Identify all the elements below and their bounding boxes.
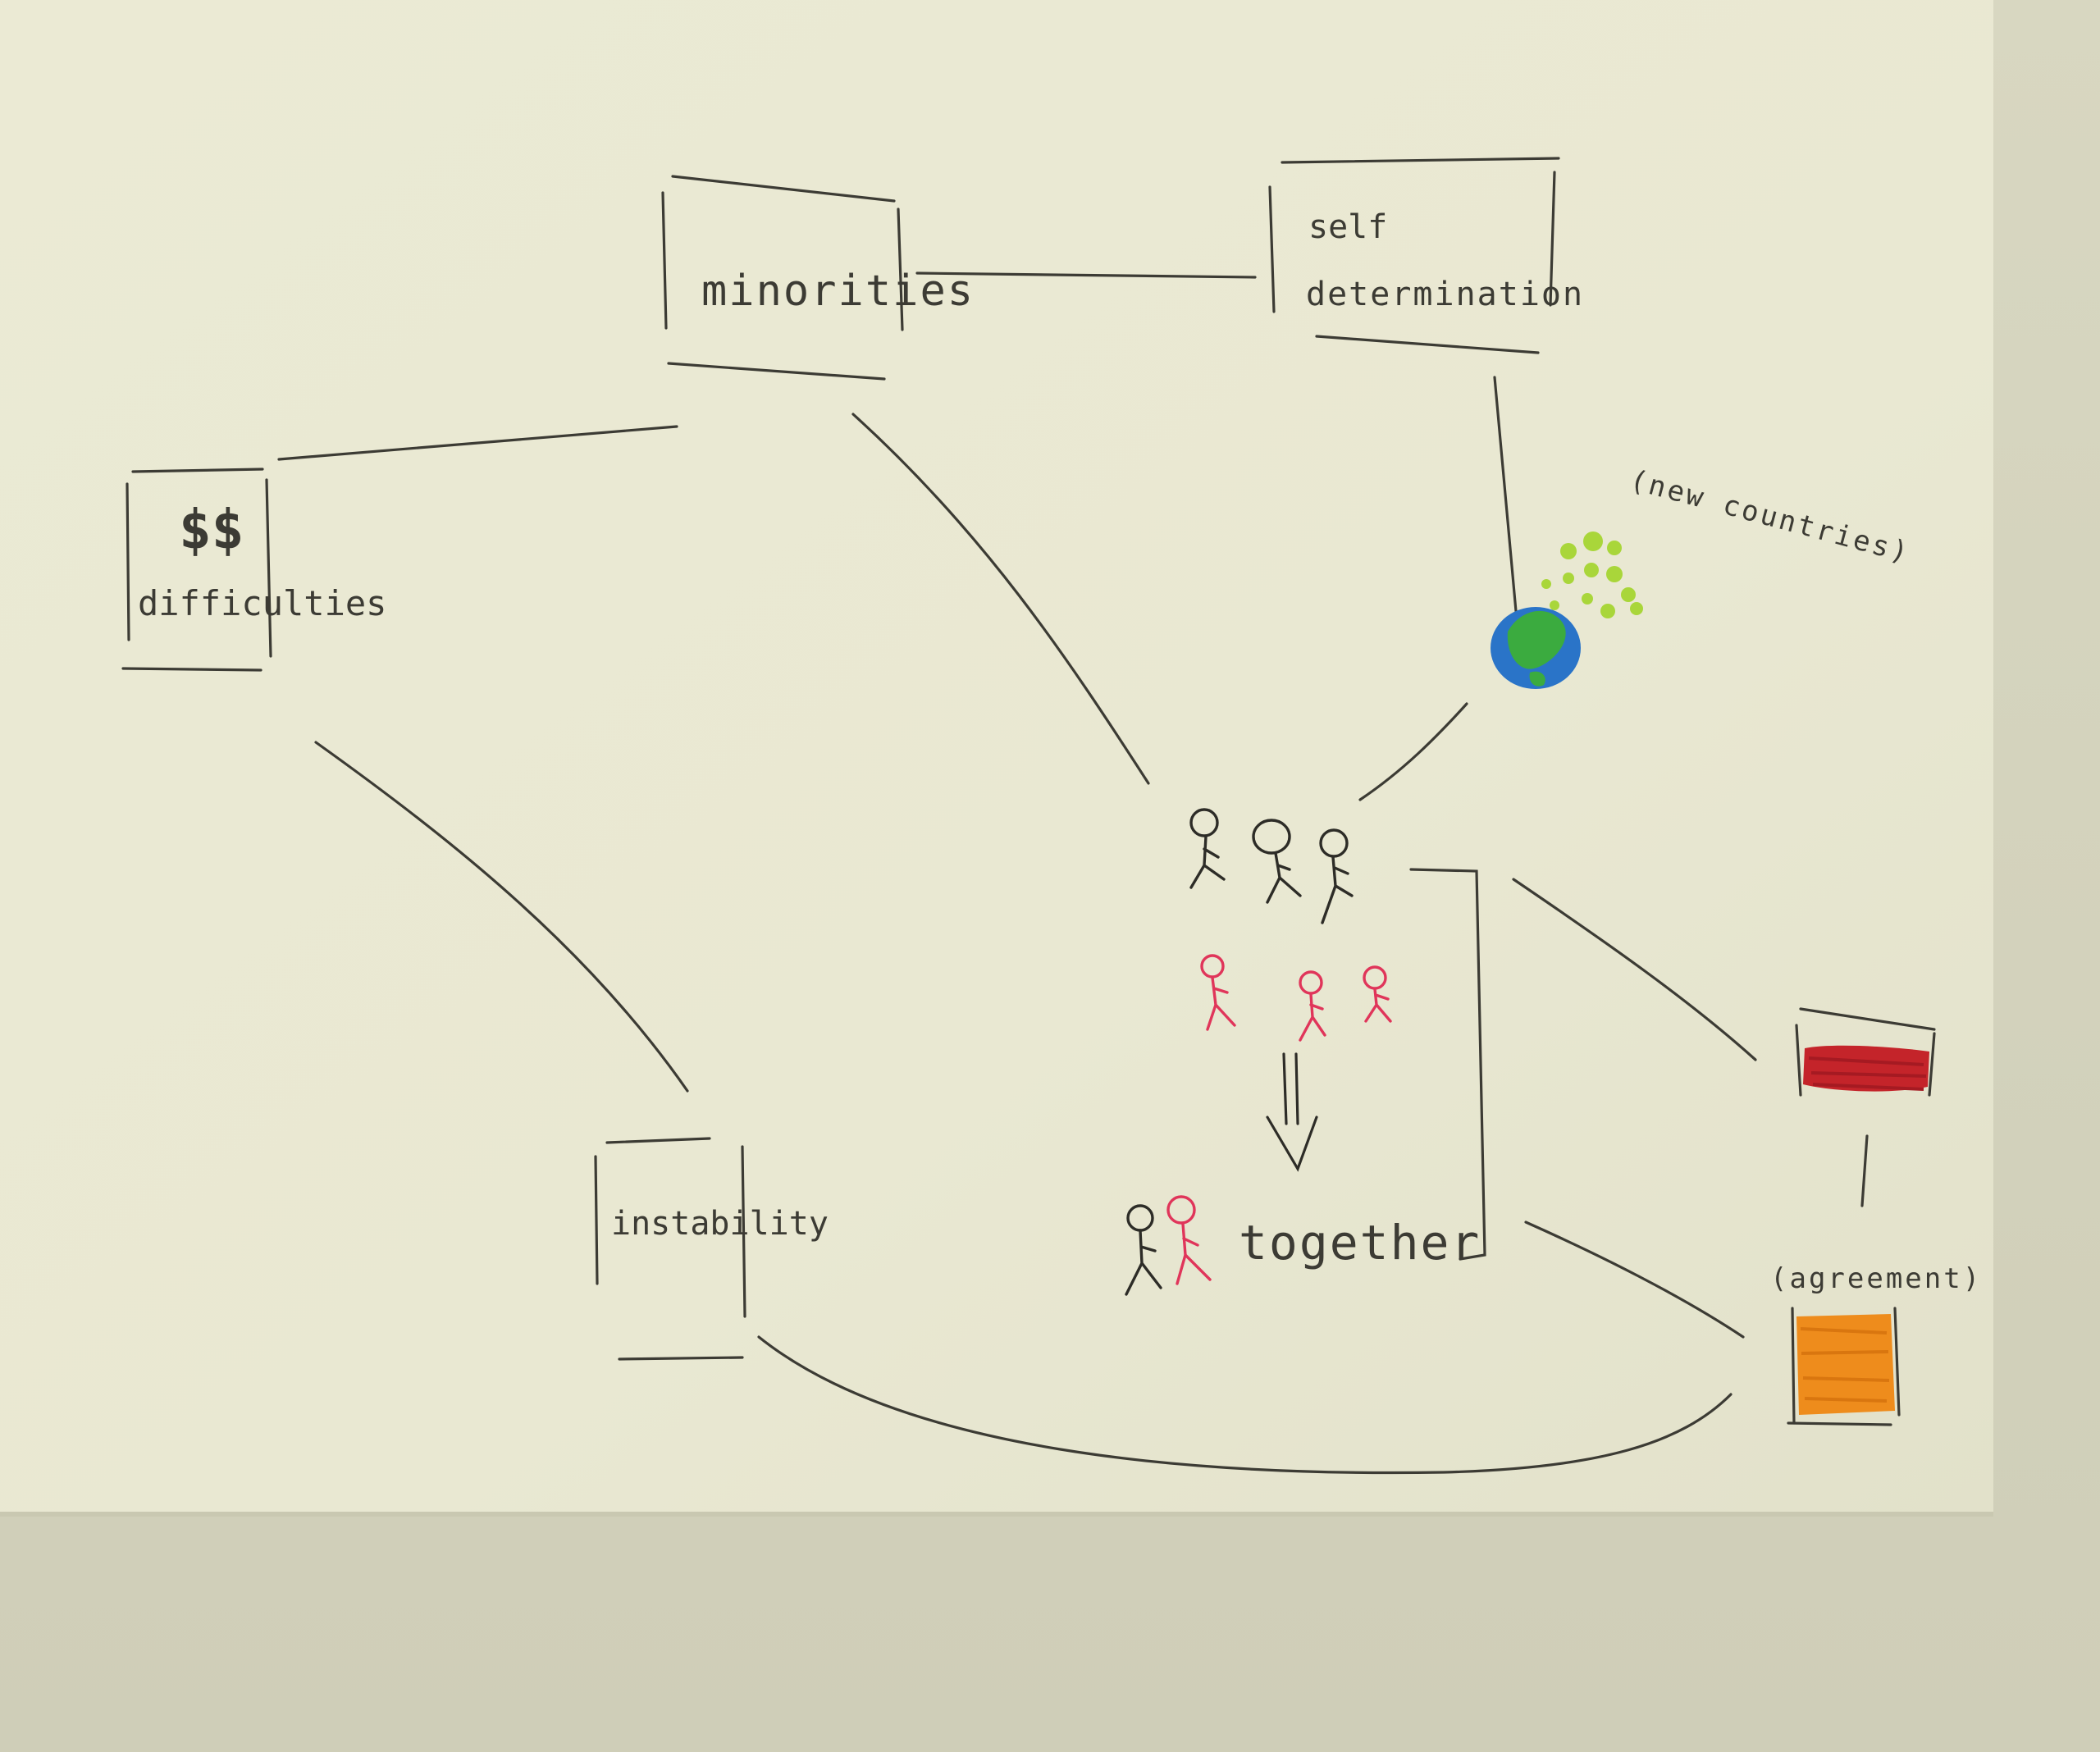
- connector-lines: [121, 157, 1936, 1475]
- minorities-box-right: [897, 208, 904, 331]
- link-together-agreement: [1524, 1220, 1745, 1339]
- selfdet-label-line1: self: [1308, 208, 1387, 246]
- orange-box: [1796, 1314, 1895, 1415]
- minorities-label: minorities: [701, 267, 975, 316]
- link-minorities-difficulties: [277, 425, 678, 461]
- instability-box-left: [594, 1155, 599, 1285]
- redbox-frame-right: [1928, 1032, 1936, 1097]
- link-redbox-agreement: [1860, 1134, 1869, 1207]
- together-label: together: [1239, 1215, 1481, 1271]
- selfdet-box-bottom: [1315, 335, 1540, 354]
- instability-label: instability: [611, 1205, 829, 1243]
- difficulties-label: difficulties: [138, 583, 386, 623]
- redbox-frame-top: [1799, 1007, 1936, 1031]
- link-people-redbox: [1512, 878, 1757, 1061]
- selfdet-box-right: [1549, 171, 1556, 307]
- people-group-black: [1189, 808, 1354, 924]
- link-globe-people: [1358, 702, 1468, 801]
- difficulties-box-top: [131, 468, 264, 473]
- instability-box-right: [741, 1145, 746, 1318]
- minorities-box-top: [671, 175, 896, 203]
- down-arrow-icon: [1266, 1052, 1318, 1172]
- difficulties-box-left: [126, 482, 130, 641]
- people-bracket: [1409, 868, 1486, 1261]
- selfdet-box-left: [1268, 185, 1276, 313]
- person-icon: [1299, 970, 1326, 1042]
- person-icon: [1166, 1195, 1212, 1285]
- person-icon: [1189, 808, 1226, 889]
- person-icon: [1125, 1204, 1162, 1296]
- new-countries-dots: [1541, 532, 1643, 618]
- people-group-red: [1200, 954, 1392, 1042]
- person-icon: [1200, 954, 1236, 1031]
- globe-icon: [1491, 607, 1581, 689]
- red-box: [1803, 1045, 1929, 1092]
- person-icon: [1363, 965, 1392, 1023]
- orangebox-frame-left: [1791, 1307, 1796, 1425]
- orangebox-frame-right: [1893, 1307, 1901, 1417]
- minorities-box-left: [661, 191, 668, 330]
- redbox-frame-left: [1795, 1024, 1802, 1097]
- link-minorities-selfdet: [915, 271, 1257, 279]
- link-difficulties-instability: [314, 741, 689, 1093]
- dollar-icon: $$: [179, 498, 244, 561]
- selfdet-label-line2: determination: [1306, 276, 1584, 313]
- difficulties-box-right: [265, 478, 272, 658]
- paper-sheet: [0, 0, 1993, 1513]
- minorities-box-bottom: [667, 362, 886, 381]
- instability-box-bottom: [618, 1356, 744, 1361]
- selfdet-box-top: [1281, 157, 1560, 164]
- pair-icon: [1125, 1195, 1212, 1296]
- orangebox-frame-bottom: [1787, 1421, 1892, 1426]
- person-icon: [1252, 819, 1302, 904]
- person-icon: [1319, 828, 1354, 924]
- agreement-label: (agreement): [1770, 1262, 1982, 1295]
- link-instability-agreement: [757, 1335, 1732, 1475]
- instability-box-top: [605, 1137, 711, 1144]
- link-minorities-people: [851, 413, 1150, 785]
- difficulties-box-bottom: [121, 667, 262, 672]
- link-selfdet-globe: [1493, 376, 1518, 613]
